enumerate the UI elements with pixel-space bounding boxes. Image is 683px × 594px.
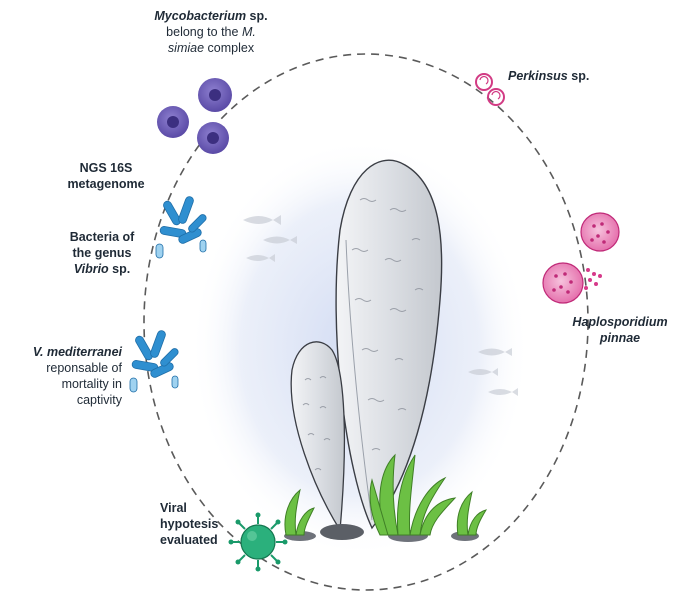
- mycobacterium-label: Mycobacterium sp. belong to the M. simia…: [140, 8, 282, 56]
- perkinsus-label: Perkinsus sp.: [508, 68, 589, 84]
- mediterranei-label: V. mediterranei reponsable of mortality …: [4, 344, 122, 408]
- mycobacterium-cell-icon: [157, 78, 232, 154]
- vibrio-bacteria-icon: [156, 195, 208, 258]
- vibrio-bacteria-icon: [130, 329, 180, 392]
- virus-icon: [229, 513, 288, 572]
